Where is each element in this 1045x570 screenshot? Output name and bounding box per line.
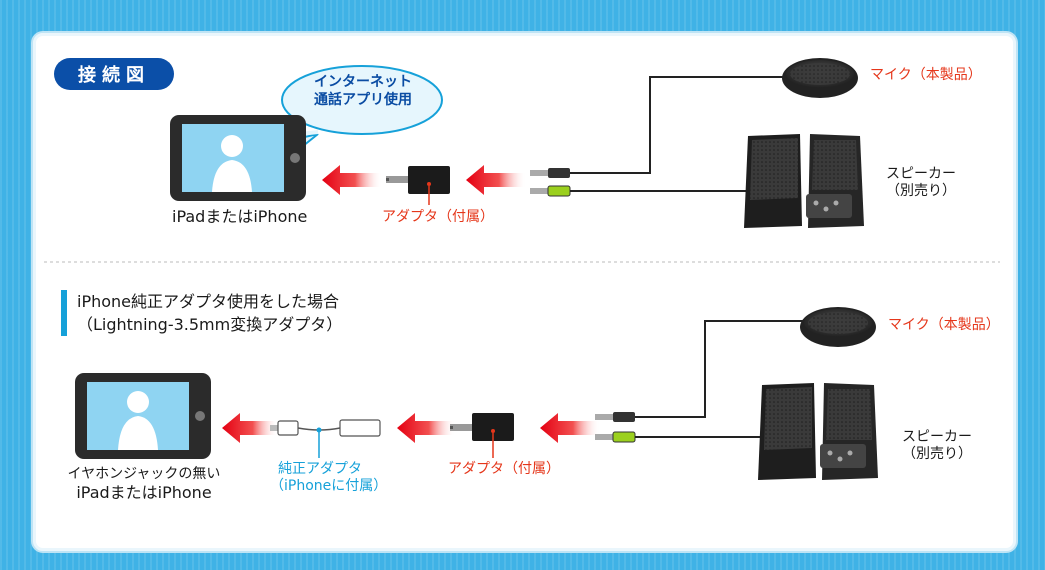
mic-label: マイク（本製品）	[888, 317, 1000, 333]
speaker-label: スピーカー （別売り）	[902, 429, 972, 463]
speaker-label-line: スピーカー	[902, 429, 972, 445]
mic-cable	[570, 76, 786, 174]
arrow-left-icon	[466, 165, 526, 195]
arrow-left-icon	[540, 413, 600, 443]
device-label-line: イヤホンジャックの無い	[67, 466, 221, 482]
speaker-label-line: （別売り）	[902, 445, 972, 462]
bubble-line: 通話アプリ使用	[314, 91, 412, 108]
bubble-line: インターネット	[314, 74, 412, 90]
mic-label: マイク（本製品）	[870, 67, 982, 83]
device-label: iPadまたはiPhone	[172, 207, 308, 226]
speaker-label-line: （別売り）	[886, 182, 956, 199]
arrow-left-icon	[322, 165, 382, 195]
arrow-left-icon	[222, 413, 278, 443]
section-heading-line: （Lightning-3.5mm変換アダプタ）	[77, 315, 343, 335]
speakers-icon	[758, 383, 878, 480]
diagram-title: 接続図	[54, 58, 174, 90]
arrow-left-icon	[397, 413, 455, 443]
audio-plugs-icon	[530, 168, 571, 197]
microphone-icon	[800, 307, 876, 347]
speakers-icon	[744, 134, 864, 228]
adapter-icon	[386, 166, 450, 205]
section-heading: iPhone純正アダプタ使用をした場合 （Lightning-3.5mm変換アダ…	[61, 290, 343, 337]
genuine-adapter-label-line: （iPhoneに付属）	[270, 477, 388, 494]
lightning-adapter-icon	[270, 419, 381, 458]
bubble-text: インターネット 通話アプリ使用	[287, 74, 439, 109]
tablet-icon	[170, 115, 306, 201]
genuine-adapter-label-line: 純正アダプタ	[278, 461, 362, 477]
device-label: イヤホンジャックの無い iPadまたはiPhone	[66, 466, 222, 502]
adapter-icon	[450, 413, 514, 458]
mic-cable	[635, 320, 806, 418]
speaker-label: スピーカー （別売り）	[886, 166, 956, 200]
microphone-icon	[782, 58, 858, 98]
tablet-icon	[75, 373, 211, 459]
audio-plugs-icon	[595, 412, 636, 443]
genuine-adapter-label: 純正アダプタ （iPhoneに付属）	[270, 461, 388, 495]
device-label-line: iPadまたはiPhone	[76, 482, 212, 502]
adapter-label: アダプタ（付属）	[382, 209, 494, 225]
adapter-label: アダプタ（付属）	[448, 461, 560, 477]
speaker-label-line: スピーカー	[886, 166, 956, 182]
section-heading-line: iPhone純正アダプタ使用をした場合	[77, 292, 340, 311]
